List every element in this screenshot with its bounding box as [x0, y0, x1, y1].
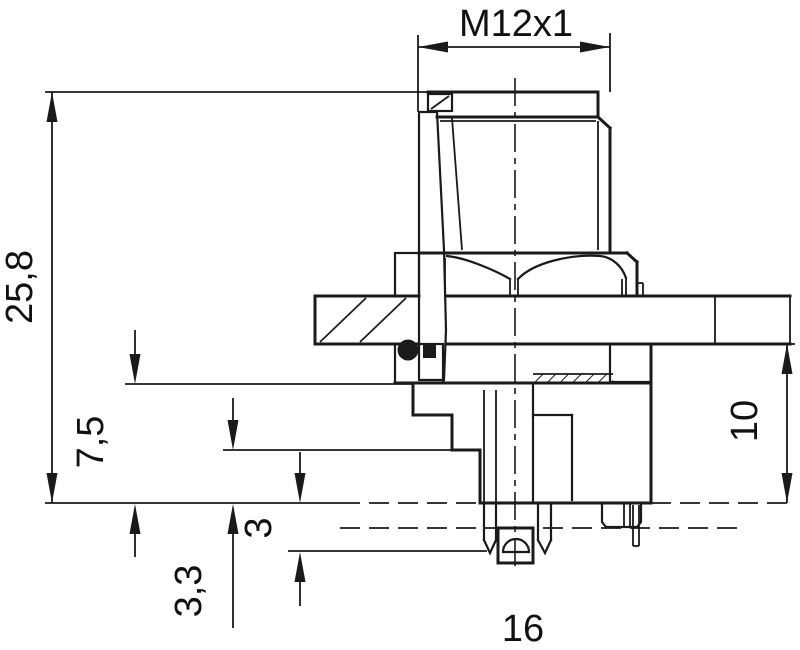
dim-label-overall-width: 16 [502, 608, 544, 650]
thread-section [426, 90, 613, 252]
oring-seal [397, 339, 436, 361]
lower-body [411, 381, 653, 505]
flange-section [393, 342, 653, 505]
mounting-panel-section [313, 294, 792, 346]
dim-label-thread: M12x1 [459, 3, 573, 45]
hex-nut [393, 250, 644, 298]
dim-panel-to-board: 10 [724, 343, 795, 503]
dim-thread: M12x1 [417, 3, 611, 112]
dim-flange-to-board: 7,5 [70, 330, 413, 557]
dim-label-panel-to-board: 10 [724, 400, 766, 442]
dim-label-pin-protrusion: 3 [238, 517, 280, 538]
board-plane-lines [45, 502, 795, 529]
dim-label-pin-offset: 3,3 [168, 565, 210, 618]
dim-pin-offset: 3,3 [168, 398, 452, 628]
dim-label-overall-height: 25,8 [0, 250, 41, 324]
dim-label-flange-to-board: 7,5 [70, 416, 112, 469]
contact-pins [482, 501, 643, 565]
dim-overall-height: 25,8 [0, 91, 428, 503]
dim-pin-protrusion: 3 [238, 452, 487, 606]
sealing-sleeve-section [417, 92, 454, 382]
